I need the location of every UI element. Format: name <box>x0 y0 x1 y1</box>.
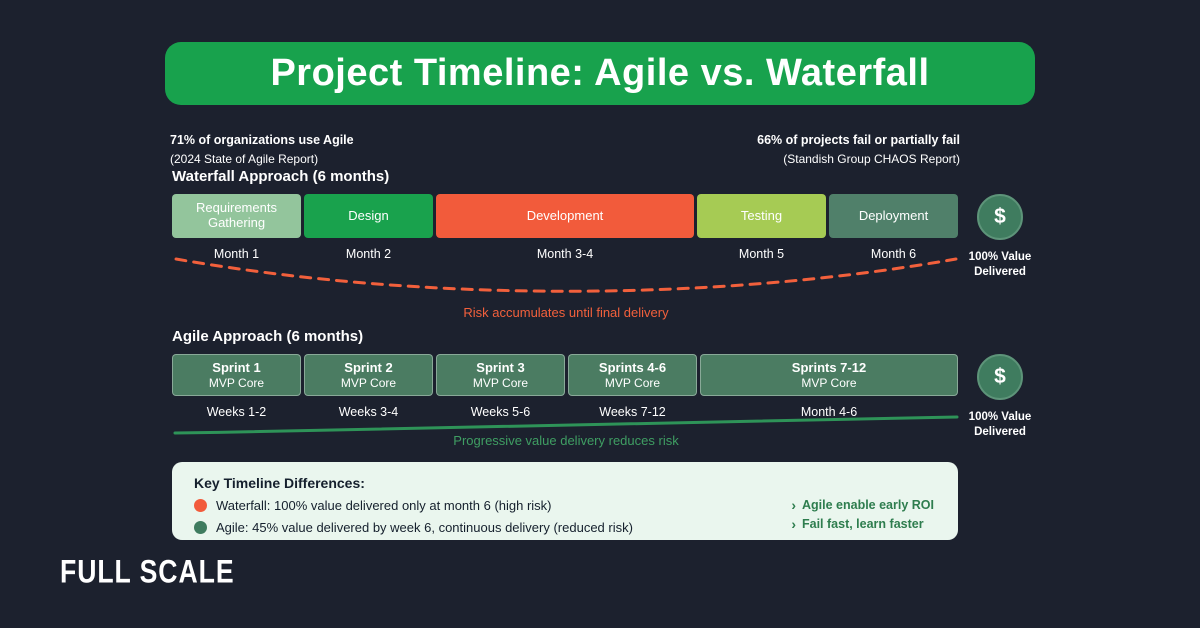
agile-sprint-box: Sprint 1 MVP Core <box>172 354 301 396</box>
waterfall-phase: Deployment Month 6 <box>829 194 958 261</box>
agile-heading: Agile Approach (6 months) <box>172 328 364 345</box>
waterfall-phase: Requirements Gathering Month 1 <box>172 194 301 261</box>
agile-section: Agile Approach (6 months) Sprint 1 MVP C… <box>172 328 1034 440</box>
risk-note: Risk accumulates until final delivery <box>463 305 669 320</box>
agile-sprint: Sprints 7-12 MVP Core Month 4-6 <box>700 354 958 419</box>
dollar-icon: $ <box>977 354 1023 400</box>
agile-sprint-period: Weeks 7-12 <box>599 405 666 419</box>
agile-bullet-icon <box>194 521 207 534</box>
waterfall-phase: Development Month 3-4 <box>436 194 694 261</box>
waterfall-phase-period: Month 6 <box>870 247 917 261</box>
agile-bullet-text: Agile: 45% value delivered by week 6, co… <box>216 520 633 535</box>
highlight-item: › Fail fast, learn faster <box>791 517 934 531</box>
agile-bullet: Agile: 45% value delivered by week 6, co… <box>194 520 936 535</box>
waterfall-phase-box: Design <box>304 194 433 238</box>
value-curve <box>173 415 959 435</box>
waterfall-phase-period: Month 2 <box>345 247 392 261</box>
waterfall-phases: Requirements Gathering Month 1 Design Mo… <box>172 194 958 261</box>
agile-sprint-box: Sprints 7-12 MVP Core <box>700 354 958 396</box>
agile-sprint-box: Sprint 2 MVP Core <box>304 354 433 396</box>
agile-sprint-period: Weeks 3-4 <box>338 405 399 419</box>
agile-row: Sprint 1 MVP Core Weeks 1-2 Sprint 2 MVP… <box>172 354 1034 440</box>
title-banner: Project Timeline: Agile vs. Waterfall <box>165 42 1035 105</box>
key-differences-panel: Key Timeline Differences: Waterfall: 100… <box>172 462 958 540</box>
stat-agile-adoption-source: (2024 State of Agile Report) <box>170 151 319 166</box>
agile-value-label: 100% Value Delivered <box>968 411 1032 438</box>
waterfall-phase: Testing Month 5 <box>697 194 826 261</box>
stat-project-failure-value: 66% of projects fail or partially fail <box>757 133 960 147</box>
agile-sprint: Sprint 3 MVP Core Weeks 5-6 <box>436 354 565 419</box>
agile-sprint: Sprints 4-6 MVP Core Weeks 7-12 <box>568 354 697 419</box>
waterfall-phase-period: Month 5 <box>738 247 785 261</box>
key-differences-title: Key Timeline Differences: <box>194 475 365 491</box>
agile-sprints: Sprint 1 MVP Core Weeks 1-2 Sprint 2 MVP… <box>172 354 958 419</box>
highlight-text: Fail fast, learn faster <box>802 517 924 531</box>
stat-project-failure: 66% of projects fail or partially fail (… <box>600 131 960 168</box>
chevron-icon: › <box>791 516 796 532</box>
waterfall-value-badge: $ 100% Value Delivered <box>967 194 1033 280</box>
waterfall-phase-box: Deployment <box>829 194 958 238</box>
risk-curve <box>174 257 958 293</box>
waterfall-phase-period: Month 1 <box>213 247 260 261</box>
highlight-text: Agile enable early ROI <box>802 498 934 512</box>
agile-sprint: Sprint 2 MVP Core Weeks 3-4 <box>304 354 433 419</box>
waterfall-phase: Design Month 2 <box>304 194 433 261</box>
waterfall-row: Requirements Gathering Month 1 Design Mo… <box>172 194 1034 280</box>
full-scale-logo: FULL SCALE <box>60 553 235 590</box>
stat-agile-adoption-value: 71% of organizations use Agile <box>170 133 354 147</box>
waterfall-phase-box: Requirements Gathering <box>172 194 301 238</box>
agile-sprint: Sprint 1 MVP Core Weeks 1-2 <box>172 354 301 419</box>
waterfall-bullet-icon <box>194 499 207 512</box>
agile-value-badge: $ 100% Value Delivered <box>967 354 1033 440</box>
highlights: › Agile enable early ROI › Fail fast, le… <box>791 498 934 536</box>
agile-sprint-period: Weeks 1-2 <box>206 405 267 419</box>
dollar-symbol: $ <box>994 365 1006 388</box>
agile-sprint-box: Sprints 4-6 MVP Core <box>568 354 697 396</box>
waterfall-section: Waterfall Approach (6 months) Requiremen… <box>172 168 1034 280</box>
stat-project-failure-source: (Standish Group CHAOS Report) <box>783 151 960 166</box>
waterfall-bullet-text: Waterfall: 100% value delivered only at … <box>216 498 552 513</box>
waterfall-heading: Waterfall Approach (6 months) <box>172 168 390 185</box>
highlight-item: › Agile enable early ROI <box>791 498 934 512</box>
waterfall-phase-box: Development <box>436 194 694 238</box>
waterfall-phase-box: Testing <box>697 194 826 238</box>
page-title: Project Timeline: Agile vs. Waterfall <box>270 52 930 94</box>
agile-sprint-period: Weeks 5-6 <box>470 405 531 419</box>
waterfall-bullet: Waterfall: 100% value delivered only at … <box>194 498 936 513</box>
agile-sprint-period: Month 4-6 <box>800 405 858 419</box>
stat-agile-adoption: 71% of organizations use Agile (2024 Sta… <box>170 131 354 168</box>
agile-sprint-box: Sprint 3 MVP Core <box>436 354 565 396</box>
waterfall-value-label: 100% Value Delivered <box>968 251 1032 278</box>
dollar-symbol: $ <box>994 205 1006 228</box>
value-note: Progressive value delivery reduces risk <box>453 433 679 448</box>
dollar-icon: $ <box>977 194 1023 240</box>
waterfall-phase-period: Month 3-4 <box>536 247 594 261</box>
chevron-icon: › <box>791 497 796 513</box>
